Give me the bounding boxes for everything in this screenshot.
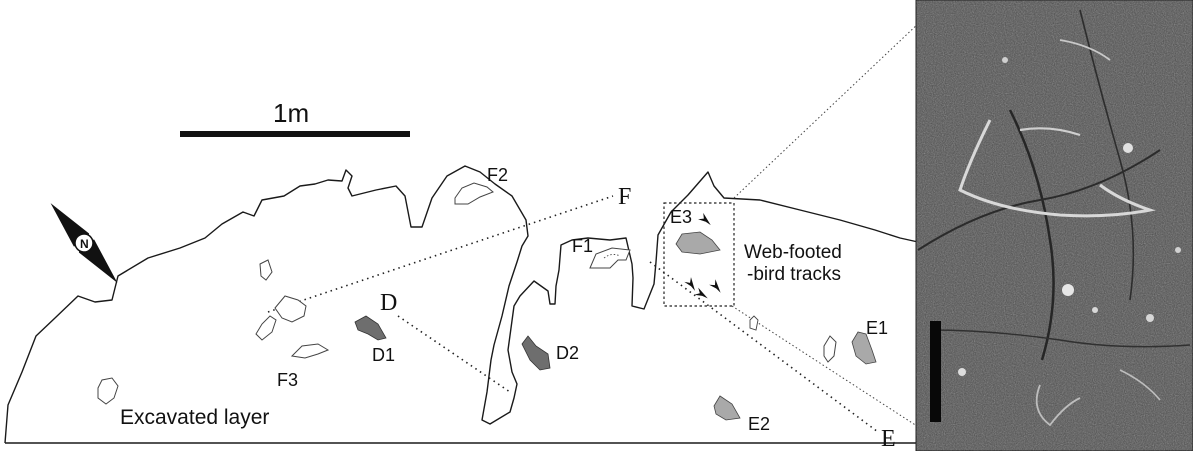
track-e3	[675, 231, 721, 255]
section-line-d	[397, 315, 511, 393]
track-f3-lower	[255, 315, 277, 341]
label-e2: E2	[748, 414, 770, 434]
label-excavated-layer: Excavated layer	[120, 406, 269, 429]
track-small-west	[259, 259, 273, 281]
excavated-layer-outline	[4, 165, 919, 444]
section-label-f: F	[618, 184, 631, 210]
label-e3: E3	[670, 207, 692, 227]
track-e1	[851, 331, 877, 365]
label-f2: F2	[487, 165, 508, 185]
bird-track-icon-2	[684, 277, 696, 291]
north-arrow-label: N	[80, 237, 89, 251]
track-f2	[454, 182, 494, 205]
photo-scale-bar	[930, 321, 941, 422]
photo-panel	[915, 0, 1193, 452]
label-f3: F3	[277, 370, 298, 390]
label-e1: E1	[866, 318, 888, 338]
label-web-footed-1: Web-footed	[744, 242, 842, 263]
section-line-e	[649, 261, 879, 433]
track-e2	[713, 395, 741, 421]
section-line-f	[267, 195, 614, 313]
section-label-e: E	[881, 426, 896, 451]
scale-bar	[180, 131, 410, 137]
label-web-footed-2: -bird tracks	[747, 264, 841, 285]
bird-track-icon-4	[709, 279, 721, 293]
zoom-connector-bottom	[731, 305, 921, 429]
north-arrow-icon	[50, 203, 118, 283]
label-d2: D2	[556, 343, 579, 363]
track-d2	[521, 335, 551, 371]
label-d1: D1	[372, 345, 395, 365]
zoom-connector-top	[733, 21, 921, 199]
track-f1	[589, 247, 631, 269]
scale-bar-label: 1m	[273, 98, 309, 128]
track-excavated-layer	[97, 377, 119, 405]
section-label-d: D	[380, 290, 397, 316]
track-e1-outline	[823, 335, 837, 363]
track-d1	[354, 315, 387, 341]
label-f1: F1	[572, 236, 593, 256]
bird-track-icon-3	[694, 287, 708, 299]
e3-detail-box	[663, 202, 735, 307]
bird-track-icon-1	[698, 212, 711, 226]
track-f3-upper	[274, 295, 307, 323]
track-small-east	[749, 315, 759, 331]
track-f3	[290, 343, 330, 359]
